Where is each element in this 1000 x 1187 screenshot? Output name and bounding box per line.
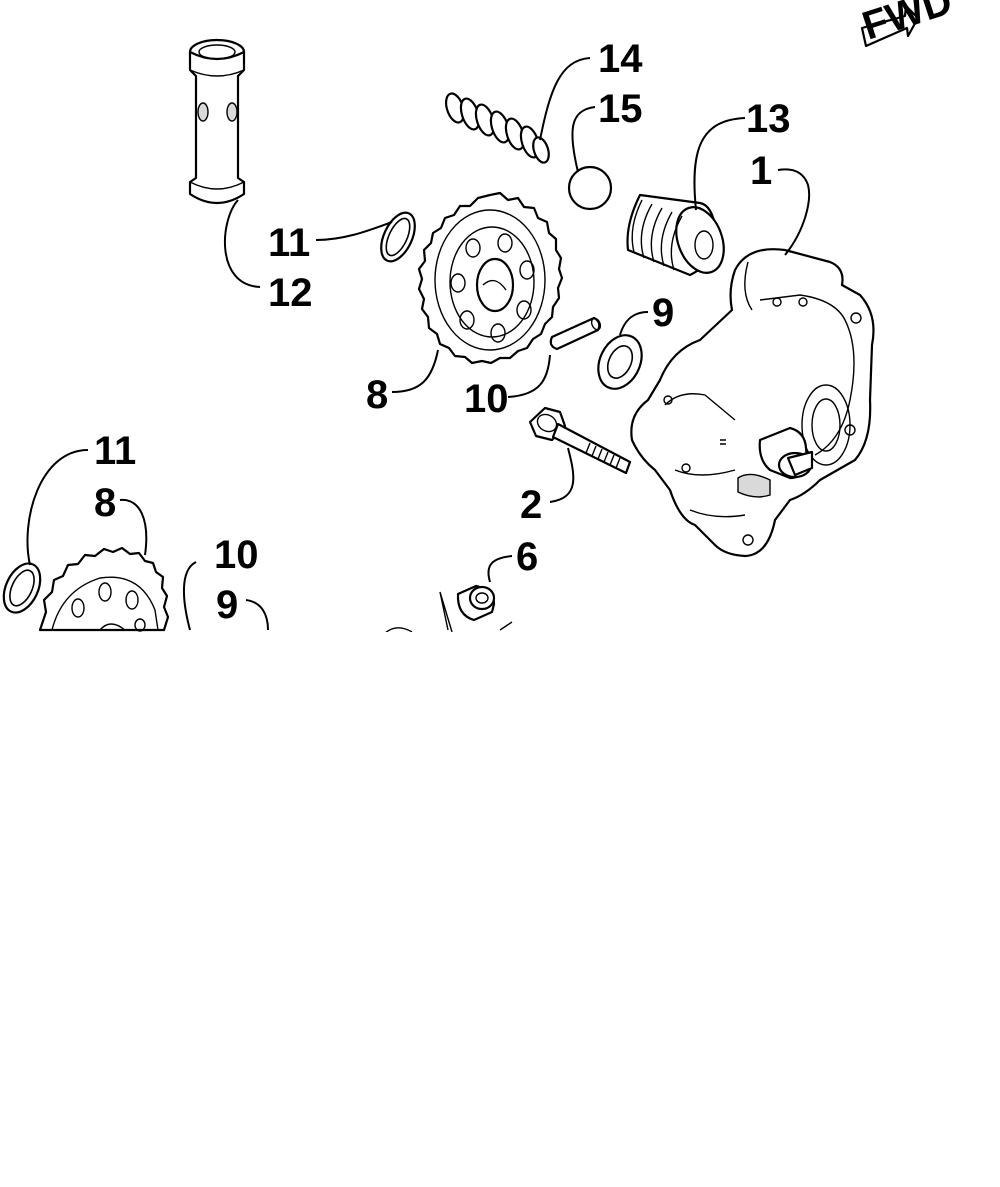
callout-9-lower: 9 <box>216 583 238 627</box>
callout-6: 6 <box>516 535 538 579</box>
blank-area <box>0 632 1000 1187</box>
callout-12: 12 <box>268 271 313 315</box>
callout-9-upper: 9 <box>652 291 674 335</box>
callout-8-upper: 8 <box>366 373 388 417</box>
fwd-label: FWD <box>857 0 957 49</box>
drive-gear-lower-part <box>38 546 170 632</box>
leader-15 <box>571 106 596 173</box>
drive-gear-part <box>417 191 564 365</box>
snap-ring-part <box>380 211 416 263</box>
ball-part <box>567 165 613 211</box>
leader-9-upper <box>619 311 649 336</box>
leader-11-lower <box>26 449 89 566</box>
cap-screw-part <box>528 406 632 475</box>
leader-12 <box>223 199 261 288</box>
callout-11-lower: 11 <box>94 429 136 473</box>
leader-10-lower <box>182 561 197 631</box>
washer-part <box>597 334 643 390</box>
pin-part <box>549 316 602 351</box>
leader-10-upper <box>507 354 551 398</box>
leader-11-upper <box>315 221 393 241</box>
leader-2 <box>549 447 575 503</box>
callout-14: 14 <box>598 37 643 81</box>
snap-ring-lower-part <box>2 562 42 614</box>
callout-11-upper: 11 <box>268 221 310 265</box>
dowel-pin-part <box>456 584 496 622</box>
spring-part <box>444 92 550 164</box>
callout-2: 2 <box>520 483 542 527</box>
fwd-arrow-icon: FWD <box>857 0 957 49</box>
callout-10-lower: 10 <box>214 533 259 577</box>
oil-pump-housing-part <box>630 248 875 558</box>
shaft-tube-part <box>188 38 246 205</box>
leader-8-lower <box>119 498 148 556</box>
leader-13 <box>693 117 746 211</box>
plug-part <box>626 193 725 277</box>
callout-8-lower: 8 <box>94 481 116 525</box>
leader-6 <box>487 555 513 583</box>
leader-14 <box>539 57 591 141</box>
leader-1 <box>777 168 811 256</box>
leader-8-upper <box>391 349 439 393</box>
lower-fragment-b <box>439 591 513 633</box>
callout-15: 15 <box>598 87 643 131</box>
leader-9-lower <box>245 599 269 631</box>
callout-10-upper: 10 <box>464 377 509 421</box>
callout-13: 13 <box>746 97 791 141</box>
callout-1: 1 <box>750 149 772 193</box>
